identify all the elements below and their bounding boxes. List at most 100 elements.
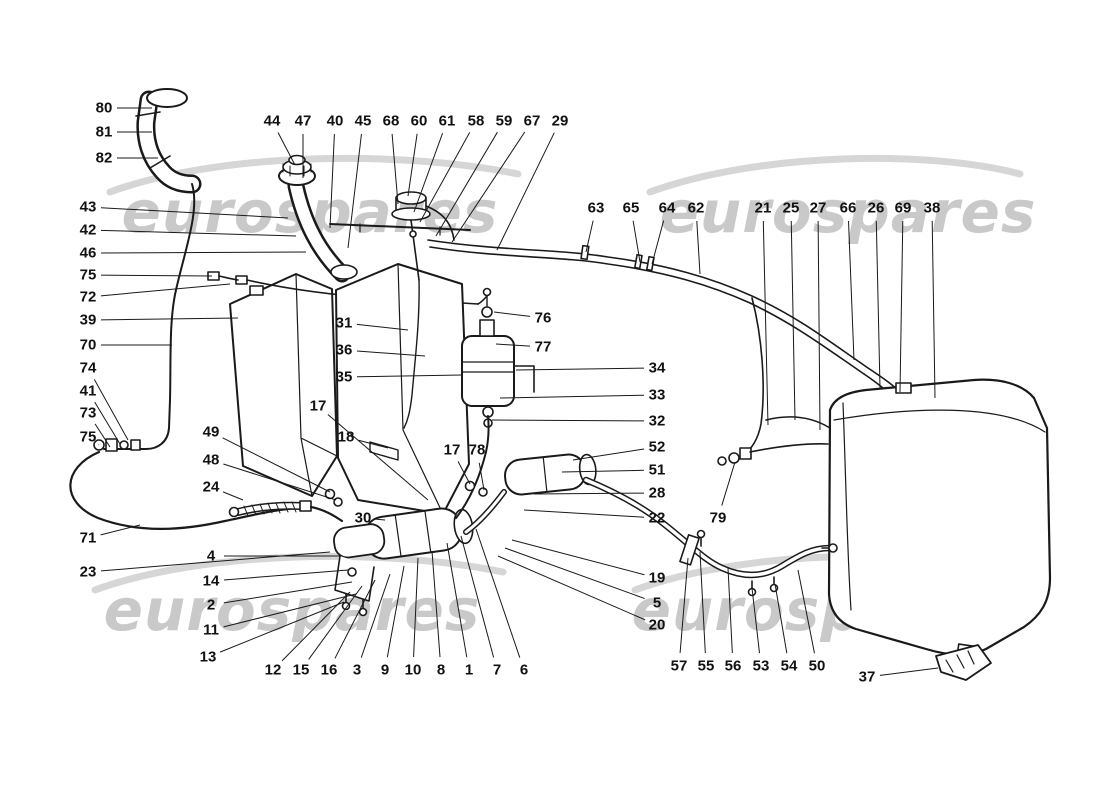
part-label-32: 32: [648, 412, 666, 430]
left-fuel-tank: [207, 271, 338, 497]
leader-line-75: [100, 274, 213, 277]
part-label-41: 41: [79, 382, 97, 400]
part-label-23: 23: [79, 563, 97, 581]
fuel-pump-assembly: [324, 415, 490, 617]
leader-line-36: [356, 350, 426, 357]
part-label-59: 59: [495, 112, 513, 130]
part-label-18: 18: [337, 428, 355, 446]
part-label-75: 75: [79, 266, 97, 284]
leader-line-16: [334, 579, 376, 659]
bottom-fuel-hose: [582, 476, 834, 597]
part-label-39: 39: [79, 311, 97, 329]
leader-line-13: [219, 601, 345, 653]
leader-line-54: [774, 583, 788, 654]
part-label-27: 27: [809, 199, 827, 217]
part-label-7: 7: [492, 661, 502, 679]
part-label-49: 49: [202, 423, 220, 441]
part-label-50: 50: [808, 657, 826, 675]
leader-line-6: [475, 528, 521, 658]
part-label-4: 4: [206, 547, 216, 565]
part-label-40: 40: [326, 112, 344, 130]
part-label-25: 25: [782, 199, 800, 217]
leader-line-9: [386, 565, 405, 658]
part-label-46: 46: [79, 244, 97, 262]
leader-line-37: [879, 667, 939, 676]
leader-line-59: [435, 131, 498, 237]
part-label-54: 54: [780, 657, 798, 675]
leader-line-71: [100, 524, 141, 536]
part-label-70: 70: [79, 336, 97, 354]
part-label-67: 67: [523, 112, 541, 130]
part-label-47: 47: [294, 112, 312, 130]
leader-line-11: [223, 593, 357, 628]
part-label-53: 53: [752, 657, 770, 675]
leader-line-76: [493, 311, 531, 317]
part-label-81: 81: [95, 123, 113, 141]
part-label-82: 82: [95, 149, 113, 167]
leader-line-24: [222, 491, 244, 501]
part-label-20: 20: [648, 616, 666, 634]
leader-line-19: [511, 539, 645, 576]
leader-line-79: [721, 461, 736, 506]
part-label-33: 33: [648, 386, 666, 404]
leader-line-14: [223, 569, 349, 581]
leader-line-33: [499, 394, 645, 399]
leader-line-55: [699, 551, 706, 654]
part-label-73: 73: [79, 404, 97, 422]
part-label-15: 15: [292, 661, 310, 679]
part-label-52: 52: [648, 438, 666, 456]
part-label-9: 9: [380, 661, 390, 679]
leader-line-49: [222, 437, 331, 493]
leader-line-23: [100, 551, 331, 572]
part-label-65: 65: [622, 199, 640, 217]
leader-line-66: [848, 220, 855, 361]
part-label-3: 3: [352, 661, 362, 679]
leader-line-45: [347, 133, 362, 249]
part-label-22: 22: [648, 509, 666, 527]
part-label-72: 72: [79, 288, 97, 306]
leader-line-20: [497, 555, 646, 621]
part-label-1: 1: [464, 661, 474, 679]
part-label-80: 80: [95, 99, 113, 117]
leader-line-56: [727, 567, 733, 654]
leader-line-27: [817, 220, 821, 431]
fuel-lines: [427, 239, 906, 466]
part-label-75: 75: [79, 428, 97, 446]
leader-line-69: [899, 220, 904, 393]
leader-line-44: [277, 132, 296, 166]
leader-line-18: [358, 439, 389, 449]
part-label-74: 74: [79, 359, 97, 377]
leader-line-26: [875, 220, 881, 389]
fuel-filter: [461, 287, 535, 428]
leader-line-39: [100, 317, 239, 321]
leader-line-62: [696, 220, 701, 275]
filler-hose: [103, 88, 202, 450]
leader-line-17: [457, 461, 471, 485]
part-label-29: 29: [551, 112, 569, 130]
leader-line-52: [572, 448, 645, 461]
part-label-16: 16: [320, 661, 338, 679]
leader-line-63: [585, 220, 594, 253]
leader-line-57: [679, 557, 689, 654]
part-label-37: 37: [858, 668, 876, 686]
leader-line-41: [94, 401, 121, 445]
part-label-36: 36: [335, 341, 353, 359]
hose-fittings-left: [93, 438, 141, 452]
leader-line-51: [561, 469, 645, 473]
part-label-14: 14: [202, 572, 220, 590]
part-label-12: 12: [264, 661, 282, 679]
part-label-35: 35: [335, 368, 353, 386]
leader-line-74: [93, 379, 129, 441]
part-label-56: 56: [724, 657, 742, 675]
leader-line-67: [451, 131, 526, 243]
part-label-62: 62: [687, 199, 705, 217]
part-label-63: 63: [587, 199, 605, 217]
leader-line-64: [651, 220, 665, 265]
leader-line-34: [515, 367, 645, 371]
leader-line-5: [504, 547, 645, 600]
part-label-17: 17: [443, 441, 461, 459]
leader-line-7: [460, 535, 495, 658]
leader-line-58: [419, 132, 471, 223]
